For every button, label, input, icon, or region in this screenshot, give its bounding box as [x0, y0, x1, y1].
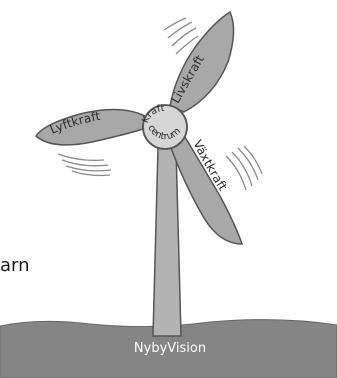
- turbine-tower: [153, 148, 181, 336]
- motion-lines-top: [164, 18, 198, 54]
- motion-lines-left: [58, 154, 111, 176]
- ground-label: NybyVision: [134, 341, 206, 356]
- motion-lines-right: [226, 146, 262, 190]
- side-label: arn: [0, 257, 30, 275]
